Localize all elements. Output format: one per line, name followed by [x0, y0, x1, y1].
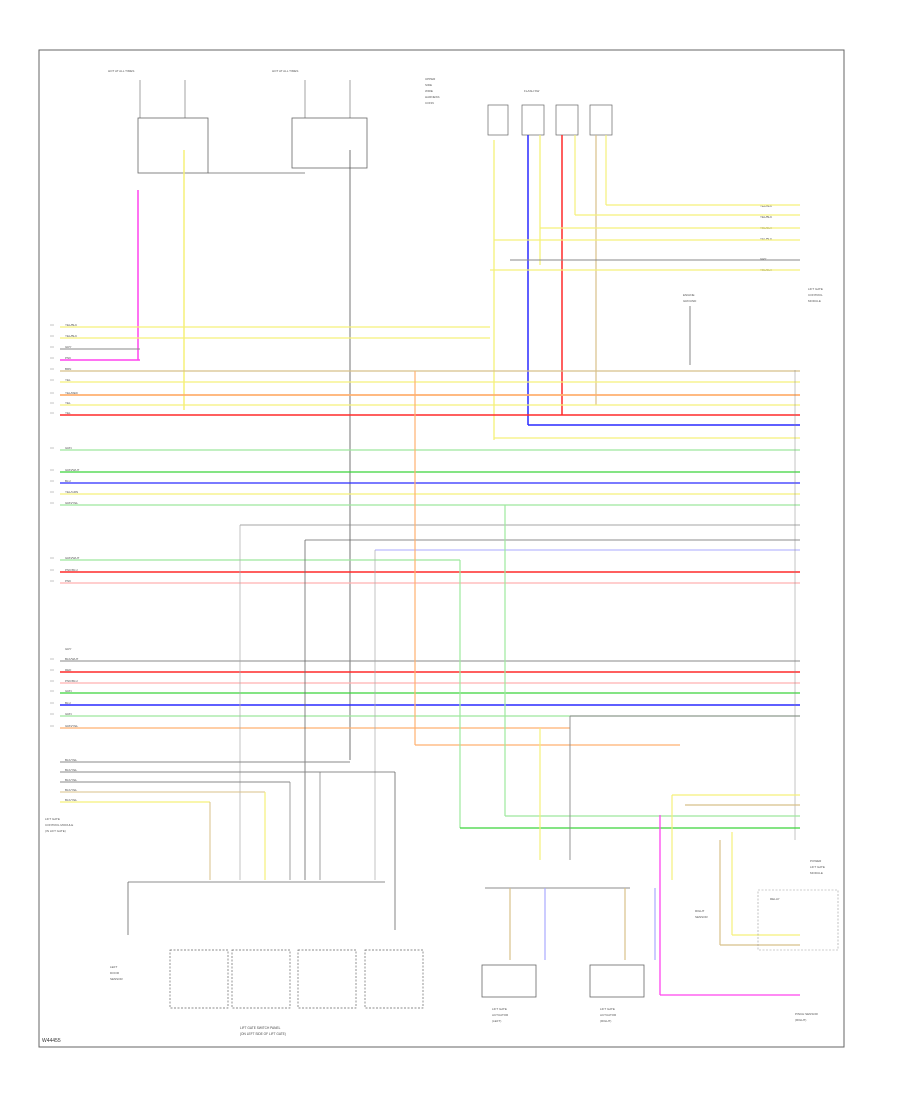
- svg-text:ACTUATOR: ACTUATOR: [600, 1013, 617, 1017]
- svg-text:CONTROL: CONTROL: [808, 293, 823, 297]
- svg-text:BLK/YEL: BLK/YEL: [65, 758, 78, 762]
- svg-text:GRN/YEL: GRN/YEL: [65, 724, 79, 728]
- svg-text:PINCH SENSOR: PINCH SENSOR: [795, 1012, 819, 1016]
- upper-note: UPPER SIDE WIRE HARNESS CONN: [425, 77, 440, 105]
- right-lower-labels: RIGHT SENSOR POWER LIFT GATE MODULE RELA…: [695, 859, 825, 1022]
- footer-code: W44455: [42, 1038, 61, 1044]
- svg-text:WIRE: WIRE: [425, 89, 433, 93]
- svg-text:YEL/GRN: YEL/GRN: [65, 490, 78, 494]
- svg-text:BLK/YEL: BLK/YEL: [65, 788, 78, 792]
- actuator-left: LIFT GATE ACTUATOR (LEFT): [481, 887, 630, 1023]
- svg-text:(IN LIFT GATE): (IN LIFT GATE): [45, 829, 66, 833]
- svg-text:LIFT GATE: LIFT GATE: [810, 865, 825, 869]
- svg-text:BLK/YEL: BLK/YEL: [65, 798, 78, 802]
- fuse-box-mid: HOT AT ALL TIMES: [272, 69, 368, 169]
- svg-text:YEL: YEL: [65, 378, 71, 382]
- svg-text:UPPER: UPPER: [425, 77, 436, 81]
- svg-text:(RIGHT): (RIGHT): [600, 1019, 611, 1023]
- svg-text:FLASH SW: FLASH SW: [524, 89, 540, 93]
- svg-text:RIGHT: RIGHT: [695, 909, 705, 913]
- svg-text:MODULE: MODULE: [810, 871, 823, 875]
- svg-text:LIFT GATE: LIFT GATE: [492, 1007, 507, 1011]
- svg-text:BLU: BLU: [65, 701, 71, 705]
- svg-text:SENSOR: SENSOR: [110, 977, 124, 981]
- svg-text:POWER: POWER: [810, 859, 822, 863]
- svg-text:SIDE: SIDE: [425, 83, 432, 87]
- svg-text:BLK/WHT: BLK/WHT: [65, 657, 79, 661]
- svg-text:(ON LEFT SIDE OF LIFT GATE): (ON LEFT SIDE OF LIFT GATE): [240, 1032, 286, 1036]
- svg-text:YEL/BLK: YEL/BLK: [760, 237, 772, 241]
- svg-text:CONN: CONN: [425, 101, 434, 105]
- fuse-box-left: HOT AT ALL TIMES: [108, 69, 305, 174]
- svg-text:GROUND: GROUND: [683, 299, 697, 303]
- svg-text:BRN: BRN: [65, 367, 71, 371]
- svg-text:GRY: GRY: [65, 345, 71, 349]
- svg-text:(LEFT): (LEFT): [492, 1019, 501, 1023]
- svg-text:YEL/BLK: YEL/BLK: [760, 215, 772, 219]
- svg-text:RED: RED: [65, 668, 72, 672]
- svg-text:HOT AT ALL TIMES: HOT AT ALL TIMES: [272, 69, 298, 73]
- svg-text:GRN/WHT: GRN/WHT: [65, 468, 79, 472]
- svg-text:GRN: GRN: [65, 446, 72, 450]
- svg-text:GRN/WHT: GRN/WHT: [65, 556, 79, 560]
- svg-text:RELAY: RELAY: [770, 897, 780, 901]
- svg-text:PNK: PNK: [65, 579, 71, 583]
- svg-text:BLU: BLU: [65, 479, 71, 483]
- svg-text:LIFT GATE SWITCH PANEL: LIFT GATE SWITCH PANEL: [240, 1026, 281, 1030]
- svg-text:BLK/YEL: BLK/YEL: [65, 778, 78, 782]
- svg-text:BLK/YEL: BLK/YEL: [65, 768, 78, 772]
- svg-text:YEL/BLK: YEL/BLK: [760, 204, 772, 208]
- svg-text:YEL/BLK: YEL/BLK: [65, 334, 77, 338]
- svg-text:SENSOR: SENSOR: [695, 915, 709, 919]
- svg-text:GRN: GRN: [65, 712, 72, 716]
- actuator-right: LIFT GATE ACTUATOR (RIGHT): [589, 888, 656, 1023]
- svg-text:PNK/BLU: PNK/BLU: [65, 568, 78, 572]
- svg-text:LIFT GATE: LIFT GATE: [45, 817, 60, 821]
- svg-text:YEL/BLK: YEL/BLK: [65, 323, 77, 327]
- svg-text:(RIGHT): (RIGHT): [795, 1018, 806, 1022]
- svg-text:PNK: PNK: [65, 356, 71, 360]
- svg-text:ENGINE: ENGINE: [683, 293, 695, 297]
- diagram-frame: [38, 49, 845, 1048]
- svg-text:CONTROL MODULE: CONTROL MODULE: [45, 823, 73, 827]
- flash-switch-group: FLASH SW: [487, 89, 613, 136]
- svg-text:LIFT GATE: LIFT GATE: [600, 1007, 615, 1011]
- left-wire-labels: YEL/BLK YEL/BLK GRY PNK BRN YEL YEL/RED …: [65, 323, 79, 802]
- svg-text:LIFT GATE: LIFT GATE: [808, 287, 823, 291]
- left-pin-marks: [50, 324, 54, 727]
- svg-text:YEL: YEL: [65, 411, 71, 415]
- svg-text:HARNESS: HARNESS: [425, 95, 440, 99]
- svg-text:GRY: GRY: [760, 257, 766, 261]
- svg-text:GRN: GRN: [65, 689, 72, 693]
- harness-lines: [60, 326, 800, 729]
- svg-text:YEL/RED: YEL/RED: [65, 391, 79, 395]
- right-connector-block: YEL/BLK YEL/BLK YEL/BLK YEL/BLK GRY YEL/…: [760, 204, 823, 303]
- svg-text:LEFT: LEFT: [110, 965, 118, 969]
- svg-text:GRN/YEL: GRN/YEL: [65, 501, 79, 505]
- ground-symbol: ENGINE GROUND: [683, 293, 697, 365]
- bottom-left-module-label: LIFT GATE CONTROL MODULE (IN LIFT GATE): [45, 817, 73, 833]
- svg-text:DOOR: DOOR: [110, 971, 120, 975]
- svg-text:GRY: GRY: [65, 647, 71, 651]
- switch-panel: LEFT DOOR SENSOR LIFT GATE SWITCH PANEL …: [110, 881, 424, 1036]
- svg-text:YEL: YEL: [65, 401, 71, 405]
- svg-text:PNK/BLU: PNK/BLU: [65, 679, 78, 683]
- svg-text:ACTUATOR: ACTUATOR: [492, 1013, 509, 1017]
- svg-text:MODULE: MODULE: [808, 299, 821, 303]
- svg-text:HOT AT ALL TIMES: HOT AT ALL TIMES: [108, 69, 134, 73]
